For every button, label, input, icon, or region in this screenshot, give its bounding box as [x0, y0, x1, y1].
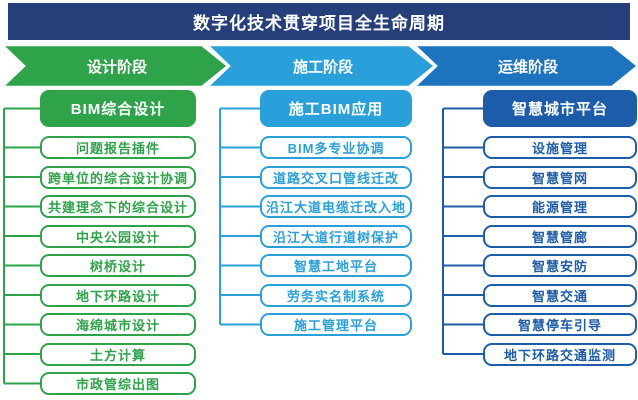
column-item: 沿江大道电缆迁改入地 [260, 195, 412, 218]
column-item: BIM多专业协调 [260, 136, 412, 159]
phase-arrow-label-1: 施工阶段 [293, 58, 353, 76]
column-item: 土方计算 [40, 342, 196, 366]
column-header-1: 施工BIM应用 [260, 90, 412, 127]
column-item: 智慧交通 [483, 283, 637, 307]
column-item: 树桥设计 [40, 254, 196, 277]
phase-arrow-band: 设计阶段 施工阶段 运维阶段 [0, 45, 638, 87]
column-item: 能源管理 [483, 195, 637, 218]
column-item: 共建理念下的综合设计 [40, 195, 196, 218]
column-item: 智慧停车引导 [483, 313, 637, 336]
column-item: 智慧管廊 [483, 224, 637, 248]
title-bar: 数字化技术贯穿项目全生命周期 [8, 3, 630, 40]
page-title: 数字化技术贯穿项目全生命周期 [193, 14, 445, 33]
column-item: 劳务实名制系统 [260, 283, 412, 307]
column-item: 设施管理 [483, 136, 637, 159]
column-item: 问题报告插件 [40, 136, 196, 159]
column-item: 智慧安防 [483, 254, 637, 277]
column-item: 智慧工地平台 [260, 254, 412, 277]
column-item: 地下环路交通监测 [483, 342, 637, 366]
column-item: 地下环路设计 [40, 283, 196, 307]
column-item: 海绵城市设计 [40, 313, 196, 336]
column-item: 施工管理平台 [260, 313, 412, 336]
column-item: 沿江大道行道树保护 [260, 224, 412, 248]
phase-arrow-label-2: 运维阶段 [498, 58, 558, 76]
column-item: 智慧管网 [483, 165, 637, 189]
column-item: 中央公园设计 [40, 224, 196, 248]
column-header-0: BIM综合设计 [40, 90, 196, 127]
phase-arrow-0 [0, 45, 230, 87]
column-item: 跨单位的综合设计协调 [40, 165, 196, 189]
phase-arrow-label-0: 设计阶段 [87, 58, 147, 76]
column-item: 道路交叉口管线迁改 [260, 165, 412, 189]
column-item: 市政管综出图 [40, 372, 196, 395]
column-header-2: 智慧城市平台 [483, 90, 637, 127]
